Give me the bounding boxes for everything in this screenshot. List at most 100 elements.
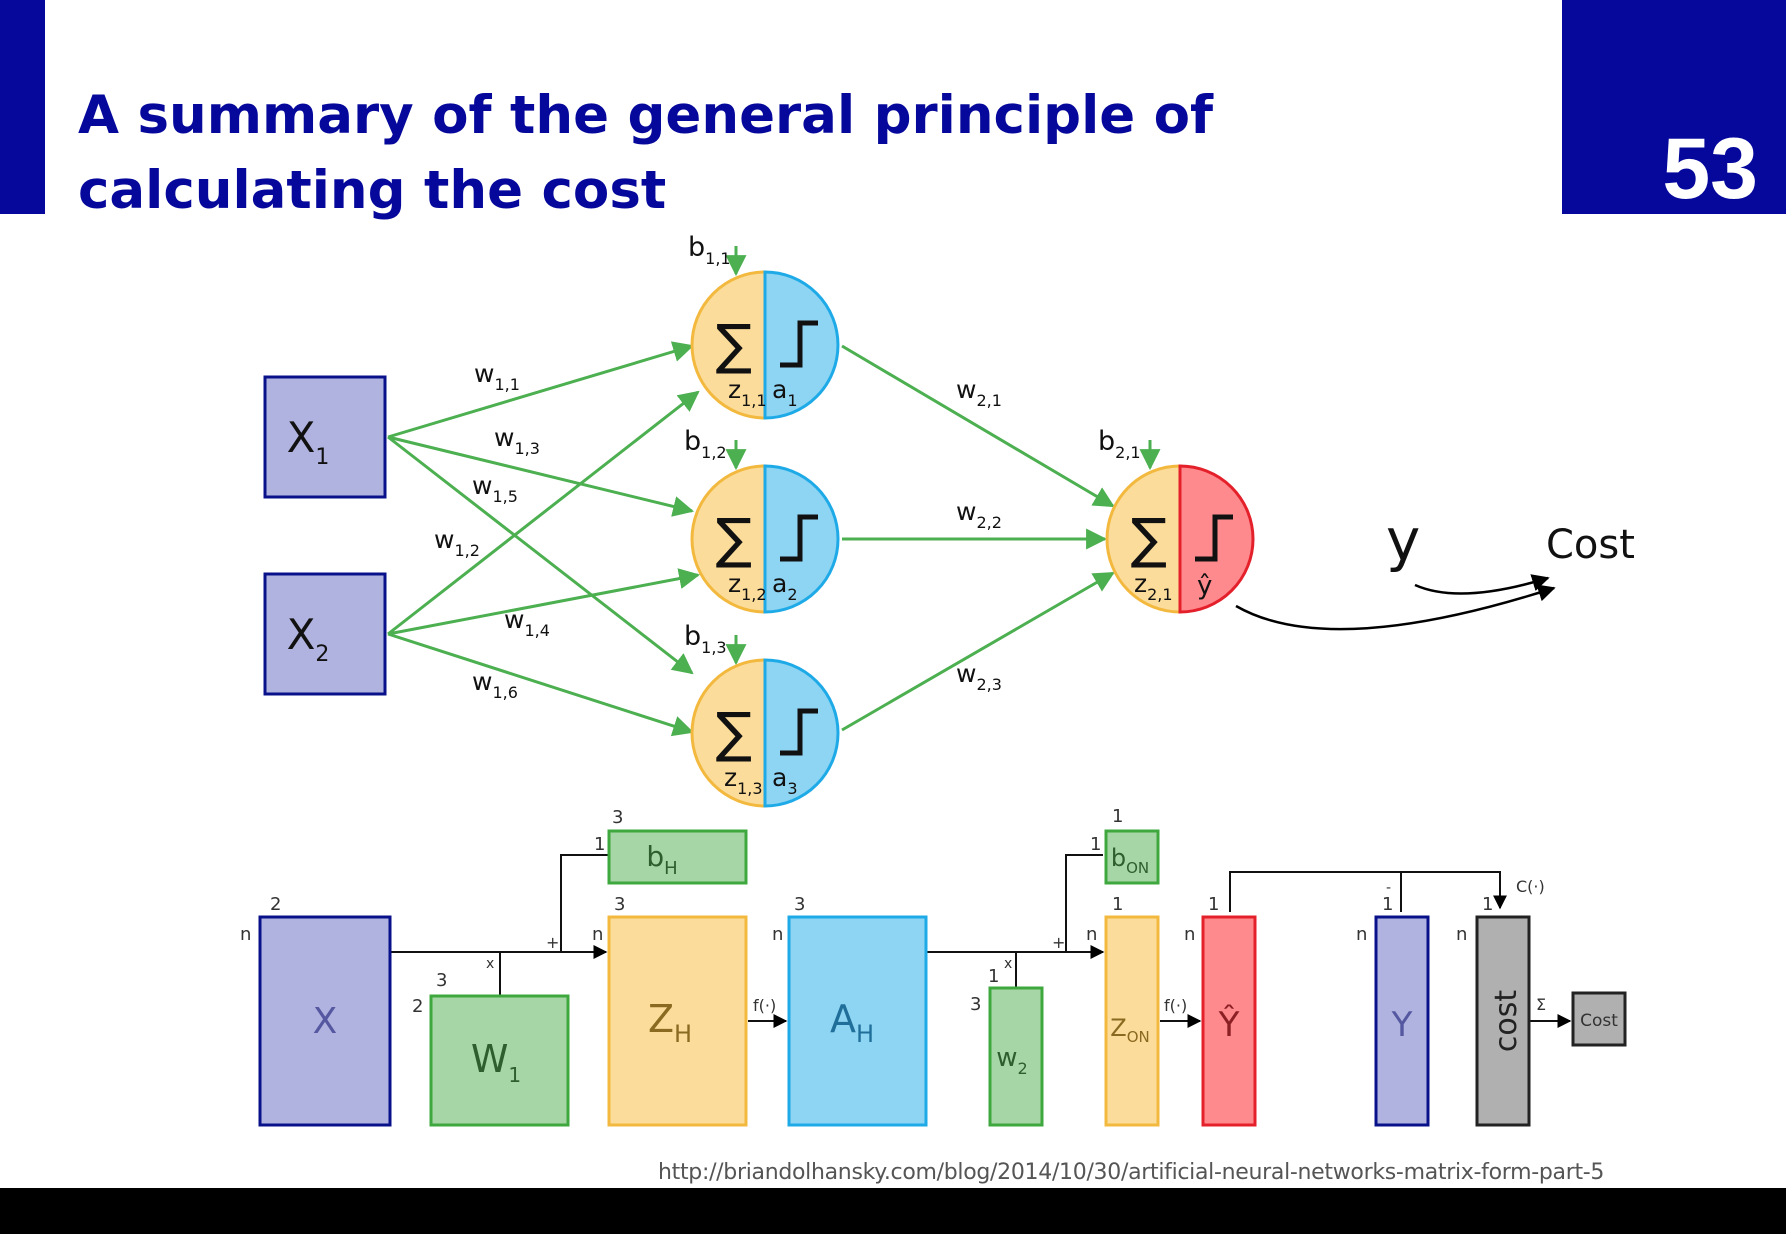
bias-sub: 1,2 (701, 443, 726, 462)
z-label: z (1134, 569, 1147, 598)
sum-symbol: ∑ (716, 313, 752, 376)
weight-label-w16: w1,6 (472, 667, 518, 702)
matrix-zh-label: Z (648, 997, 674, 1041)
weight-label-w23: w2,3 (956, 659, 1002, 694)
svg-text:a1: a1 (772, 375, 798, 410)
matrix-y-rows: n (1356, 924, 1367, 945)
input-x2-sub: 2 (315, 642, 329, 667)
svg-text:ZH: ZH (648, 997, 692, 1048)
matrix-x-rows: n (240, 924, 251, 945)
matrix-cost-cols: 1 (1482, 894, 1493, 915)
svg-text:b1,3: b1,3 (684, 621, 727, 657)
matrix-cost: cost n 1 C(·) Σ (1456, 877, 1546, 1127)
svg-text:z1,3: z1,3 (724, 763, 763, 798)
weight-labels: w1,1 w1,3 w1,5 w1,2 w1,4 w1,6 w2,1 w2,2 … (434, 359, 1002, 702)
z-label: z (728, 375, 741, 404)
page-number-badge: 53 (1562, 0, 1786, 214)
weight-label-w22: w2,2 (956, 497, 1002, 532)
a-label: a (772, 375, 787, 404)
matrix-bh: bH 1 3 + (546, 807, 748, 952)
matrix-bh-rows: 1 (594, 834, 605, 855)
matrix-zh-rows: n (592, 924, 603, 945)
hidden-neuron-1: ∑ z 1,1 a1 b1,1 (688, 232, 840, 420)
edge-x1-h2 (387, 435, 695, 517)
bias-label: b (688, 232, 705, 263)
edge-h3-out (841, 571, 1115, 732)
matrix-yhat-cols: 1 (1208, 894, 1219, 915)
matrix-w1-label: W (471, 1037, 509, 1081)
matrix-w1-op: x (486, 956, 494, 972)
input-x1-sub: 1 (315, 445, 329, 470)
sum-symbol: ∑ (1131, 507, 1167, 570)
matrix-connectors (390, 854, 1572, 1028)
matrix-w2-rows: 3 (970, 994, 981, 1015)
svg-text:bON: bON (1111, 844, 1149, 877)
svg-text:ZON: ZON (1110, 1014, 1149, 1046)
z-label: z (728, 569, 741, 598)
matrix-bon-cols: 1 (1112, 806, 1123, 827)
matrix-cost-fn-out: Σ (1536, 995, 1546, 1014)
matrix-yhat: Ŷ n 1 (1184, 894, 1257, 1127)
bias-sub: 1,1 (705, 249, 730, 268)
a-sub: 3 (787, 779, 797, 798)
a-sub: 1 (787, 391, 797, 410)
yhat-to-cost-arrow (1235, 584, 1556, 631)
matrix-zon-rows: n (1086, 924, 1097, 945)
z-sub: 1,3 (737, 779, 762, 798)
matrix-bon-label: b (1111, 844, 1126, 872)
matrix-zon-cols: 1 (1112, 894, 1123, 915)
weight-label-w13: w1,3 (494, 423, 540, 458)
bias-label: b (1098, 426, 1115, 457)
matrix-zon-sub: ON (1127, 1028, 1150, 1046)
svg-text:w2: w2 (996, 1043, 1027, 1078)
svg-text:X2: X2 (287, 610, 330, 667)
matrix-w1-sub: 1 (508, 1063, 521, 1087)
svg-text:b1,1: b1,1 (688, 232, 731, 268)
matrix-bh-sub: H (664, 858, 678, 879)
z-sub: 2,1 (1147, 585, 1172, 604)
network-diagram: X1 X2 ∑ z1,1 a1 b1,1 ∑ z1,2 a2 b1,2 ∑ z1… (240, 232, 1635, 1127)
edge-x2-h2 (387, 568, 701, 636)
matrix-cost-rows: n (1456, 924, 1467, 945)
bias-label: b (684, 426, 701, 457)
edge-x2-h3 (387, 632, 694, 737)
source-link[interactable]: http://briandolhansky.com/blog/2014/10/3… (658, 1160, 1605, 1185)
matrix-x-cols: 2 (270, 894, 281, 915)
hidden-neuron-3: ∑ z1,3 a3 b1,3 (684, 621, 840, 808)
a-label: a (772, 763, 787, 792)
bias-sub: 2,1 (1115, 443, 1140, 462)
output-neuron: ∑ z2,1 ŷ b2,1 (1098, 426, 1255, 614)
input-node-x1: X1 (263, 375, 387, 499)
matrix-y-op: - (1386, 880, 1391, 896)
z-sub: 1,2 (741, 585, 766, 604)
bias-sub: 1,3 (701, 638, 726, 657)
matrix-yhat-rows: n (1184, 924, 1195, 945)
matrix-zon-fn: f(·) (1164, 996, 1187, 1015)
matrix-bh-op: + (546, 933, 559, 952)
svg-text:z2,1: z2,1 (1134, 569, 1173, 604)
matrix-w1-rows: 2 (412, 996, 423, 1017)
svg-text:a2: a2 (772, 569, 798, 604)
matrix-zh-sub: H (674, 1020, 692, 1048)
matrix-w2-op: x (1004, 956, 1012, 972)
z-label: z (724, 763, 737, 792)
hidden-neuron-2: ∑ z1,2 a2 b1,2 (684, 426, 840, 614)
yhat-label: ŷ (1197, 571, 1212, 601)
matrix-bon-rows: 1 (1090, 834, 1101, 855)
input-x1-symbol: X (287, 413, 316, 462)
layer1-connections (387, 341, 701, 737)
matrix-zh-cols: 3 (614, 894, 625, 915)
weight-label-w11: w1,1 (474, 359, 520, 394)
target-y-label: y (1386, 506, 1420, 574)
matrix-bon: bON 1 1 + (1052, 806, 1160, 952)
svg-text:bH: bH (646, 840, 677, 879)
matrix-y-label: Y (1391, 1005, 1413, 1045)
weight-label-w15: w1,5 (472, 471, 518, 506)
matrix-zh-fn: f(·) (753, 996, 776, 1015)
matrix-w2-label: w (996, 1043, 1017, 1073)
slide-title: A summary of the general principle of ca… (78, 85, 1214, 221)
matrix-bh-label: b (646, 840, 664, 873)
left-accent-bar (0, 0, 45, 214)
matrix-yhat-label: Ŷ (1218, 1004, 1240, 1045)
edge-x2-h1 (387, 390, 700, 636)
